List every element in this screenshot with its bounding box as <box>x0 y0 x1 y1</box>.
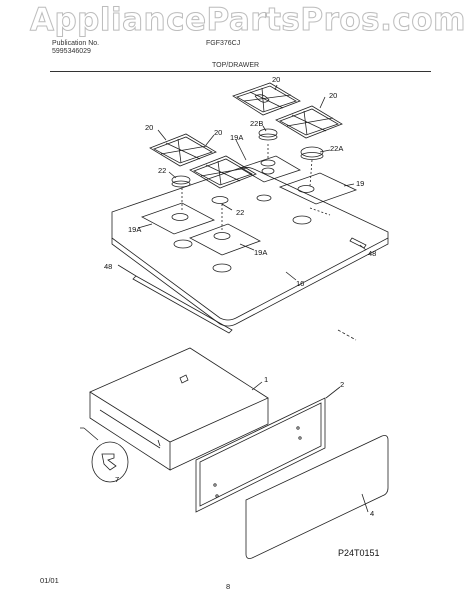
callout-7: 7 <box>115 475 119 484</box>
drawer-body-1 <box>89 347 269 471</box>
callout-19a-top: 19A <box>230 133 243 142</box>
diagram-code: P24T0151 <box>338 548 380 558</box>
burner-ring-19a-left <box>141 202 215 235</box>
hinge-bracket-7 <box>80 427 129 483</box>
burner-ring-19 <box>278 172 358 205</box>
callout-48-left: 48 <box>104 262 112 271</box>
burner-ring-19a-center <box>189 223 261 256</box>
callout-4: 4 <box>370 509 374 518</box>
burner-ring-19a-top <box>239 155 301 183</box>
watermark-logo: AppliancePartsPros.com <box>30 2 466 39</box>
burner-head-22b <box>260 159 276 167</box>
burner-cap-22-center <box>211 196 229 204</box>
drawer-front-2 <box>195 397 326 513</box>
callout-22-center: 22 <box>236 208 244 217</box>
burner-cap-22a <box>300 146 324 158</box>
grate-left <box>149 133 217 167</box>
callout-22-left: 22 <box>158 166 166 175</box>
callout-22a: 22A <box>330 144 343 153</box>
section-title: TOP/DRAWER <box>212 62 260 69</box>
callout-20-right: 20 <box>329 91 337 100</box>
callout-48-right: 48 <box>368 249 376 258</box>
model-number: FGF376CJ <box>206 40 241 47</box>
callout-22b: 22B <box>250 119 263 128</box>
callout-19: 19 <box>356 179 364 188</box>
trim-strip-48-right <box>349 237 367 249</box>
page-number: 8 <box>226 582 231 591</box>
callout-2: 2 <box>340 380 344 389</box>
footer-date: 01/01 <box>40 576 59 585</box>
burner-cap-22b <box>258 128 278 138</box>
publication-label: Publication No. <box>52 40 100 47</box>
grate-right <box>275 105 343 139</box>
callout-16: 16 <box>296 279 304 288</box>
callout-1: 1 <box>264 375 268 384</box>
panel-4 <box>245 435 389 559</box>
callout-19a-left: 19A <box>128 225 141 234</box>
trim-strip-48-left <box>132 275 233 334</box>
grate-top <box>232 82 301 116</box>
header-rule <box>50 71 431 72</box>
cooktop-16 <box>111 166 389 327</box>
callout-20-center: 20 <box>214 128 222 137</box>
publication-number: 5995346029 <box>52 48 91 55</box>
callout-20-top: 20 <box>272 75 280 84</box>
burner-cap-22-left <box>171 175 191 185</box>
callout-19a-center: 19A <box>254 248 267 257</box>
callout-20-left: 20 <box>145 123 153 132</box>
grate-center <box>189 155 257 189</box>
